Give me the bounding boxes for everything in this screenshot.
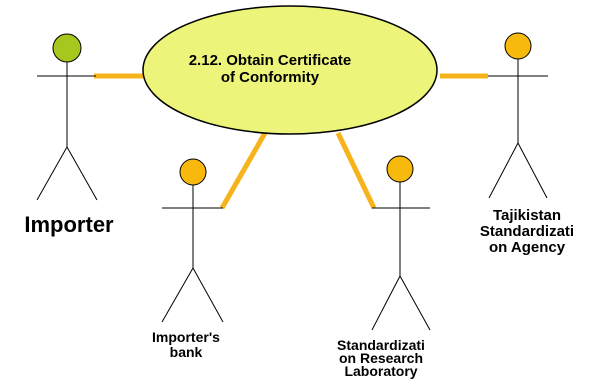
associations bbox=[94, 73, 488, 210]
actor-importer[interactable] bbox=[36, 33, 98, 201]
actor-importer-label-line: Importer bbox=[24, 212, 114, 237]
association-lab bbox=[335, 131, 377, 210]
actor-agency-left-leg bbox=[488, 142, 519, 199]
actor-lab-label: Standardizati on Research Laboratory bbox=[321, 337, 441, 379]
actor-importer-head bbox=[52, 33, 82, 63]
actor-bank-right-leg bbox=[192, 267, 224, 323]
actor-agency-right-leg bbox=[517, 142, 548, 199]
actor-lab-label-line: Laboratory bbox=[344, 363, 418, 379]
use-case-label-line: 2.12. Obtain Certificate bbox=[188, 52, 352, 69]
actor-lab-label-line: on Research bbox=[338, 350, 424, 366]
actor-bank-label-line: bank bbox=[169, 344, 203, 360]
actor-agency-head bbox=[504, 32, 532, 60]
actor-bank-left-leg bbox=[161, 267, 194, 323]
actor-lab-right-leg bbox=[399, 275, 431, 331]
actor-lab[interactable] bbox=[371, 155, 431, 331]
actor-bank-label: Importer's bank bbox=[126, 330, 246, 360]
actor-lab-left-leg bbox=[371, 275, 401, 331]
actor-bank-head bbox=[179, 158, 207, 186]
actor-importer-label: Importer bbox=[4, 214, 134, 236]
actor-bank-label-line: Importer's bbox=[152, 329, 220, 345]
actor-agency-label-line: on Agency bbox=[488, 239, 566, 256]
actor-importer-right-leg bbox=[66, 146, 98, 201]
actor-agency-label: Tajikistan Standardizati on Agency bbox=[462, 208, 590, 256]
actor-importer-left-leg bbox=[36, 146, 68, 201]
association-bank bbox=[219, 131, 268, 210]
use-case-ellipse[interactable] bbox=[142, 5, 438, 135]
actor-lab-label-line: Standardizati bbox=[337, 337, 425, 353]
use-case-label-line: of Conformity bbox=[220, 69, 320, 86]
use-case-label: 2.12. Obtain Certificate of Conformity bbox=[150, 52, 390, 86]
actor-agency-label-line: Tajikistan bbox=[492, 207, 562, 224]
actor-bank[interactable] bbox=[161, 158, 224, 323]
actor-agency-label-line: Standardizati bbox=[479, 223, 575, 240]
actor-lab-head bbox=[386, 155, 414, 183]
actor-agency[interactable] bbox=[488, 32, 548, 199]
